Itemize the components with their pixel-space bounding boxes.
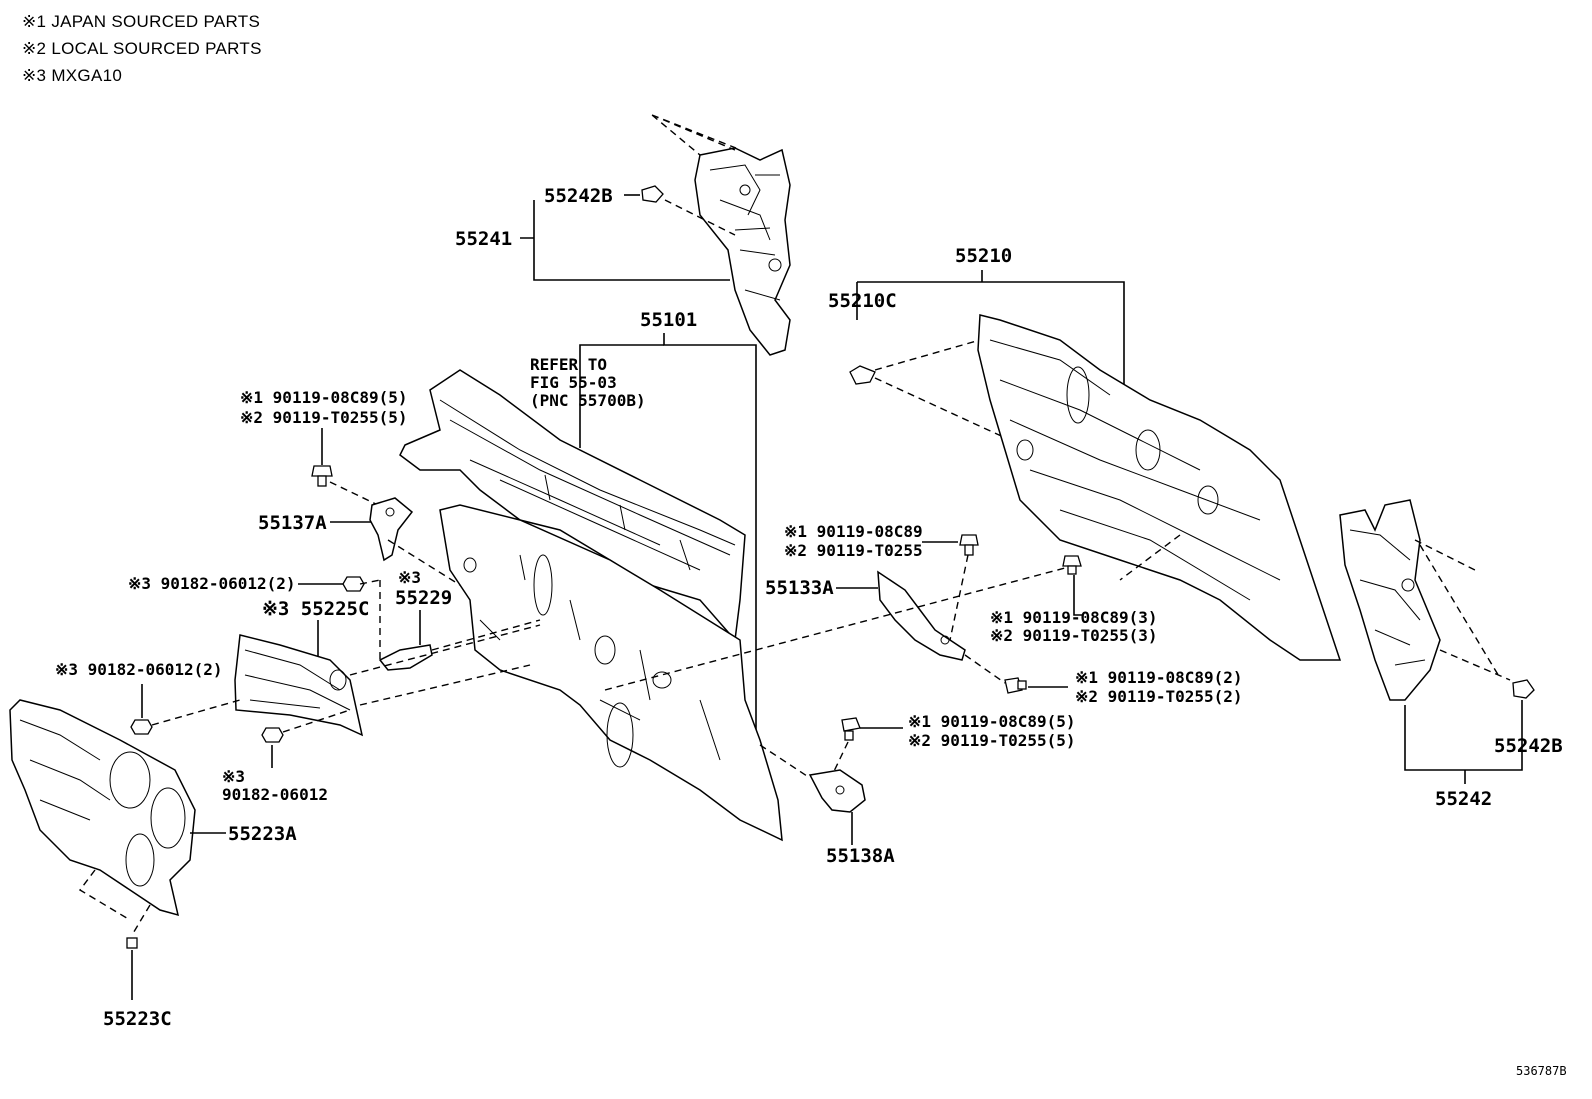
label-55242: 55242 (1435, 788, 1492, 810)
legend-mxga10: ※3 MXGA10 (22, 66, 123, 85)
legend-local-sourced: ※2 LOCAL SOURCED PARTS (22, 39, 262, 58)
label-55101: 55101 (640, 309, 697, 331)
label-55242B-right: 55242B (1494, 735, 1563, 757)
label-55223A: 55223A (228, 823, 297, 845)
bolt-bottom-icon (841, 717, 861, 741)
part-dash-panel-drawing (439, 504, 783, 842)
part-55229-drawing (378, 644, 433, 671)
part-55137A-drawing (369, 497, 414, 562)
bolt-right-lower-icon (1004, 677, 1027, 694)
label-55133A: 55133A (765, 577, 834, 599)
bolt-center-japan-label: ※1 90119-08C89 (784, 522, 923, 541)
bolt-center-icon (959, 534, 979, 556)
clip-55242B-right (1512, 679, 1535, 699)
label-55241: 55241 (455, 228, 512, 250)
bolt-right-upper-icon (1062, 555, 1082, 575)
label-55242B-top: 55242B (544, 185, 613, 207)
nut-upper-icon (342, 576, 365, 592)
bolt-center-local-label: ※2 90119-T0255 (784, 541, 923, 560)
bolt-right-upper-japan-label: ※1 90119-08C89(3) (990, 608, 1158, 627)
part-55241-drawing (694, 147, 791, 356)
label-55210C: 55210C (828, 290, 897, 312)
clip-55210C (849, 365, 876, 385)
nut-left-icon (130, 719, 153, 735)
label-55229: 55229 (395, 587, 452, 609)
part-55223A-drawing (9, 699, 196, 917)
part-55133A-drawing (877, 570, 966, 661)
bolt-left-japan-label: ※1 90119-08C89(5) (240, 388, 408, 407)
bolt-right-lower-local-label: ※2 90119-T0255(2) (1075, 687, 1243, 706)
mxga-mark-nut-lower: ※3 (222, 767, 245, 786)
bolt-bottom-local-label: ※2 90119-T0255(5) (908, 731, 1076, 750)
label-55210: 55210 (955, 245, 1012, 267)
label-55225C: ※3 55225C (262, 598, 369, 620)
part-55225C-drawing (234, 634, 364, 737)
label-55138A: 55138A (826, 845, 895, 867)
label-55223C: 55223C (103, 1008, 172, 1030)
clip-55223C (126, 937, 138, 949)
bolt-left-icon (311, 465, 333, 487)
bolt-left-local-label: ※2 90119-T0255(5) (240, 408, 408, 427)
bolt-bottom-japan-label: ※1 90119-08C89(5) (908, 712, 1076, 731)
part-55138A-drawing (808, 769, 866, 813)
nut-lower-label: 90182-06012 (222, 785, 328, 804)
refer-to-line1: REFER TO (530, 355, 607, 374)
figure-code: 536787B (1516, 1064, 1567, 1078)
clip-55242B-top (641, 185, 664, 203)
part-55242-drawing (1339, 499, 1441, 701)
refer-to-line2: FIG 55-03 (530, 373, 617, 392)
legend-japan-sourced: ※1 JAPAN SOURCED PARTS (22, 12, 261, 31)
label-55137A: 55137A (258, 512, 327, 534)
bolt-right-lower-japan-label: ※1 90119-08C89(2) (1075, 668, 1243, 687)
part-55210-drawing (977, 314, 1342, 661)
nut-upper-label: ※3 90182-06012(2) (128, 574, 296, 593)
nut-left-label: ※3 90182-06012(2) (55, 660, 223, 679)
mxga-mark-55229: ※3 (398, 568, 421, 587)
refer-to-line3: (PNC 55700B) (530, 391, 646, 410)
part-cowl-top-drawing (399, 369, 746, 642)
bolt-right-upper-local-label: ※2 90119-T0255(3) (990, 626, 1158, 645)
nut-lower-icon (261, 727, 284, 743)
